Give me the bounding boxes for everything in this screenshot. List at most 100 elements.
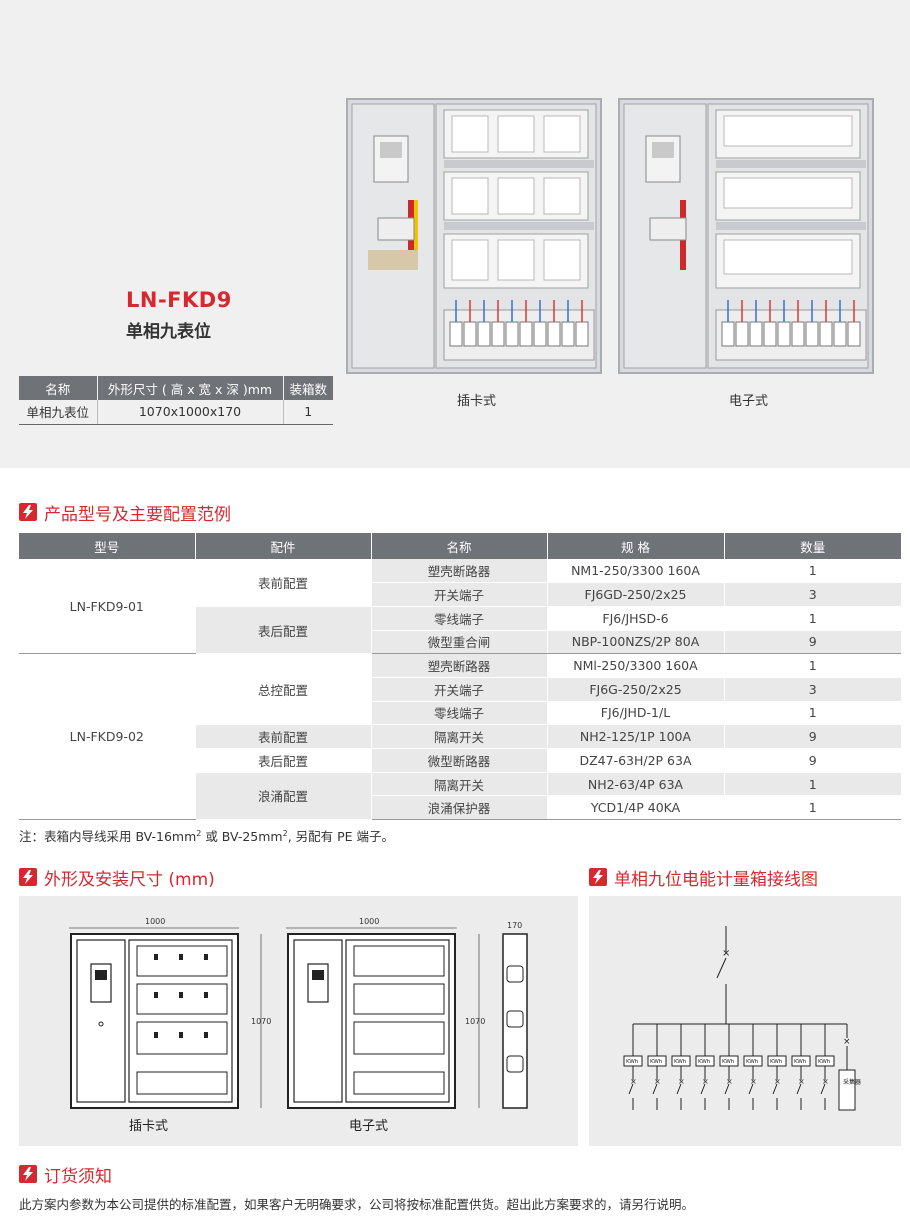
config-cell-qty: 1 [724, 606, 901, 631]
config-cell-part: 表前配置 [195, 559, 372, 607]
drawing-caption-electronic: 电子式 [349, 1119, 388, 1134]
note-superscript: 2 [196, 828, 202, 838]
note-superscript: 2 [282, 828, 288, 838]
config-cell-spec: NM1-250/3300 160A [547, 559, 725, 584]
product-photo-card-type [346, 98, 602, 374]
config-cell-part: 浪涌配置 [195, 772, 372, 821]
config-cell-qty: 1 [724, 701, 901, 726]
config-cell-spec: FJ6/JHD-1/L [547, 701, 725, 726]
wiring-diagram: × × KWh KWh KWh KWh [623, 926, 861, 1111]
collector-label: 采集器 [843, 1078, 861, 1086]
meter-label: KWh [794, 1059, 807, 1065]
config-cell-qty: 1 [724, 795, 901, 821]
svg-text:×: × [702, 1077, 709, 1086]
dimension-drawing: 1000 1000 170 1070 1070 [69, 917, 528, 1134]
meter-label: KWh [650, 1059, 663, 1065]
config-cell-spec: NH2-125/1P 100A [547, 724, 725, 749]
meter-box-card-illustration [348, 100, 600, 372]
meter-label: KWh [722, 1059, 735, 1065]
wiring-note: 注：表箱内导线采用 BV-16mm2 或 BV-25mm2, 另配有 PE 端子… [19, 826, 394, 845]
wiring-diagram-panel: × × KWh KWh KWh KWh [589, 896, 901, 1146]
hero-section: LN-FKD9 单相九表位 名称 外形尺寸 ( 高 x 宽 x 深 )mm 装箱… [0, 0, 910, 468]
dimension-header-name: 名称 [19, 376, 98, 400]
section-header-wiring: 单相九位电能计量箱接线图 [589, 865, 818, 890]
box-side-view [502, 933, 528, 1109]
table-row: 微型重合闸 NBP-100NZS/2P 80A 9 [19, 630, 901, 655]
config-header-spec: 规 格 [547, 533, 725, 559]
config-cell-name: 隔离开关 [371, 724, 548, 749]
config-cell-name: 塑壳断路器 [371, 559, 548, 584]
config-cell-part: 总控配置 [195, 653, 372, 726]
config-cell-spec: NMl-250/3300 160A [547, 653, 725, 678]
note-text-middle: 或 BV-25mm [201, 829, 283, 844]
meter-box-electronic-illustration [620, 100, 872, 372]
lightning-icon [19, 503, 37, 521]
config-cell-qty: 1 [724, 653, 901, 678]
config-cell-part: 表后配置 [195, 748, 372, 773]
box-outline-electronic [287, 933, 456, 1109]
product-caption-electronic: 电子式 [729, 394, 769, 409]
config-cell-spec: FJ6GD-250/2x25 [547, 582, 725, 607]
config-cell-spec: NH2-63/4P 63A [547, 772, 725, 797]
config-cell-spec: FJ6G-250/2x25 [547, 677, 725, 702]
config-cell-name: 零线端子 [371, 701, 548, 726]
svg-text:×: × [750, 1077, 757, 1086]
table-row: 零线端子 FJ6/JHD-1/L 1 [19, 701, 901, 726]
order-notice-text: 此方案内参数为本公司提供的标准配置，如果客户无明确要求，公司将按标准配置供货。超… [19, 1197, 695, 1212]
section-header-dimensions: 外形及安装尺寸 (mm) [19, 865, 215, 890]
note-text-prefix: 注：表箱内导线采用 BV-16mm [19, 829, 197, 844]
product-caption-card: 插卡式 [457, 394, 497, 409]
svg-text:×: × [774, 1077, 781, 1086]
box-outline-card [70, 933, 239, 1109]
config-cell-qty: 3 [724, 677, 901, 702]
config-cell-name: 塑壳断路器 [371, 653, 548, 678]
config-cell-name: 微型断路器 [371, 748, 548, 773]
config-cell-name: 浪涌保护器 [371, 795, 548, 821]
config-cell-name: 零线端子 [371, 606, 548, 631]
section-header-config: 产品型号及主要配置范例 [19, 500, 231, 525]
table-row: 表后配置 零线端子 FJ6/JHSD-6 1 [19, 606, 901, 655]
meter-label: KWh [626, 1059, 639, 1065]
config-cell-spec: YCD1/4P 40KA [547, 795, 725, 821]
height-label: 1070 [251, 1017, 271, 1026]
table-row: LN-FKD9-01 表前配置 塑壳断路器 NM1-250/3300 160A … [19, 559, 901, 655]
config-cell-name: 开关端子 [371, 582, 548, 607]
width-label: 1000 [145, 917, 165, 926]
table-row: LN-FKD9-02 总控配置 塑壳断路器 NMl-250/3300 160A … [19, 653, 901, 821]
config-cell-part: 表前配置 [195, 724, 372, 749]
section-header-order: 订货须知 [19, 1162, 112, 1187]
product-name-subtitle: 单相九表位 [126, 322, 211, 342]
lightning-icon [19, 868, 37, 886]
table-row: 开关端子 FJ6G-250/2x25 3 [19, 677, 901, 702]
config-cell-spec: DZ47-63H/2P 63A [547, 748, 725, 773]
meter-label: KWh [674, 1059, 687, 1065]
config-cell-name: 微型重合闸 [371, 630, 548, 655]
svg-text:×: × [630, 1077, 637, 1086]
config-cell-model: LN-FKD9-01 [19, 559, 196, 655]
config-cell-qty: 9 [724, 748, 901, 773]
depth-label: 170 [507, 921, 522, 930]
svg-text:×: × [822, 1077, 829, 1086]
table-row: 浪涌配置 隔离开关 NH2-63/4P 63A 1 [19, 772, 901, 821]
meter-label: KWh [698, 1059, 711, 1065]
table-row: 表前配置 隔离开关 NH2-125/1P 100A 9 [19, 724, 901, 749]
config-header-name: 名称 [371, 533, 548, 559]
dimension-header-qty: 装箱数 [283, 376, 333, 400]
config-header-model: 型号 [19, 533, 196, 559]
svg-text:×: × [726, 1077, 733, 1086]
config-cell-spec: FJ6/JHSD-6 [547, 606, 725, 631]
config-cell-qty: 3 [724, 582, 901, 607]
dimension-drawing-panel: 1000 1000 170 1070 1070 [19, 896, 578, 1146]
config-cell-qty: 9 [724, 630, 901, 655]
drawing-caption-card: 插卡式 [129, 1119, 168, 1134]
meter-label: KWh [770, 1059, 783, 1065]
product-photo-electronic-type [618, 98, 874, 374]
config-header-qty: 数量 [724, 533, 901, 559]
config-cell-name: 隔离开关 [371, 772, 548, 797]
dimension-cell-qty: 1 [283, 400, 333, 425]
width-label: 1000 [359, 917, 379, 926]
config-cell-model: LN-FKD9-02 [19, 653, 196, 821]
config-cell-name: 开关端子 [371, 677, 548, 702]
table-row: 表后配置 微型断路器 DZ47-63H/2P 63A 9 [19, 748, 901, 773]
meter-label: KWh [818, 1059, 831, 1065]
